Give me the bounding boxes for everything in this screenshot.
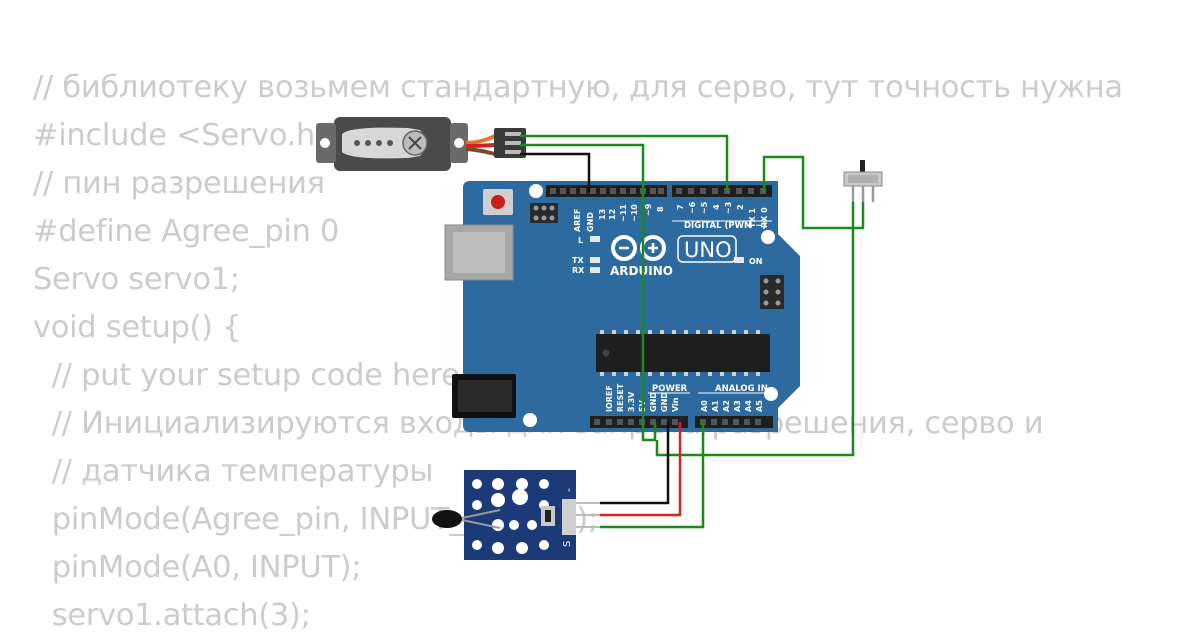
code-line-12: servo1.attach(3); (33, 598, 311, 633)
pin-label: ~3 (724, 202, 733, 214)
thermistor-icon (432, 509, 501, 529)
led-tx-label: TX (572, 256, 584, 265)
pin-label: 3.3V (627, 391, 636, 412)
pin-label: 4 (712, 204, 721, 210)
slide-switch[interactable] (843, 160, 883, 202)
digital-header-right (672, 185, 772, 197)
code-editor-text[interactable]: // библиотеку возьмем стандартную, для с… (33, 64, 1123, 640)
temperature-sensor-module[interactable]: - S (432, 470, 600, 560)
pin-label: GND (660, 392, 669, 412)
reset-button-cap[interactable] (491, 195, 505, 209)
servo-connector-pin (505, 141, 521, 145)
servo-horn-hole (376, 140, 382, 146)
pin-label: 5V (638, 399, 647, 412)
sensor-pin-signal-label: S (562, 541, 573, 547)
pin-label: ~5 (700, 201, 709, 214)
mounting-hole (523, 413, 537, 427)
arduino-uno-board[interactable]: AREF GND 13 12 ~11 ~10 ~9 8 7 ~6 ~5 4 ~3… (444, 181, 800, 432)
pin-label: GND (586, 212, 595, 232)
model-label: UNO (684, 238, 732, 262)
servo-horn-hole (354, 140, 360, 146)
led-rx-label: RX (572, 266, 585, 275)
servo-shaft-cross (408, 136, 422, 150)
pin-label: A3 (733, 400, 742, 412)
icsp-header-right (760, 275, 784, 309)
pin-label: 12 (608, 209, 617, 220)
servo-mount-hole-left (320, 138, 330, 148)
pin-label: IOREF (605, 385, 614, 412)
pin-label: Vin (671, 397, 680, 412)
code-line-9: // датчика температуры (33, 454, 434, 489)
code-line-11: pinMode(A0, INPUT); (33, 550, 362, 585)
sensor-connector (562, 499, 576, 535)
servo-cable-orange (465, 134, 496, 145)
pin-label: 7 (676, 204, 685, 210)
code-line-5: Servo servo1; (33, 262, 240, 297)
servo-connector-pin (505, 132, 521, 136)
servo-cable-red (465, 143, 496, 148)
servo-mount-hole-right (454, 138, 464, 148)
pin-label: 13 (598, 209, 607, 220)
led-on-label: ON (749, 257, 763, 266)
servo-connector-pin (505, 150, 521, 154)
icsp-header-small (530, 203, 558, 223)
pin-label: GND (649, 392, 658, 412)
servo-horn-hole (387, 140, 393, 146)
header-pins-bottom (594, 419, 761, 425)
led-l-label: L (578, 236, 583, 245)
pin-label: ~11 (619, 204, 628, 222)
sensor-resistor-body (545, 510, 551, 522)
dc-power-jack-inner (458, 380, 512, 412)
pin-label: A1 (711, 400, 720, 412)
servo-motor[interactable] (316, 117, 526, 171)
pin-label: 8 (656, 206, 665, 212)
code-line-7: // put your setup code here (33, 358, 460, 393)
pin-label: A0 (700, 400, 709, 412)
code-line-2: #include <Servo.h> (33, 118, 341, 153)
pin-label: A5 (755, 400, 764, 412)
servo-horn-hole (365, 140, 371, 146)
led-l (590, 236, 600, 242)
mounting-hole (529, 184, 543, 198)
led-rx (590, 267, 600, 273)
code-line-3: // пин разрешения (33, 166, 325, 201)
mounting-hole (761, 230, 775, 244)
led-tx (590, 257, 600, 263)
code-line-1: // библиотеку возьмем стандартную, для с… (33, 70, 1123, 105)
switch-track (848, 175, 878, 183)
pin-label: AREF (573, 209, 582, 232)
pin-label: A4 (744, 400, 753, 412)
sensor-pads (472, 478, 549, 554)
code-line-4: #define Agree_pin 0 (33, 214, 340, 249)
sensor-pin-minus-label: - (562, 488, 575, 492)
usb-port-inner (453, 232, 505, 273)
pin-label: ~6 (688, 201, 697, 214)
pin-label: RESET (616, 383, 625, 412)
code-line-6: void setup() { (33, 310, 242, 345)
pin-label: A2 (722, 400, 731, 412)
brand-label: ARDUINO (610, 264, 673, 278)
pin-label: ~10 (630, 204, 639, 222)
servo-cable-brown (465, 147, 496, 156)
digital-header-label: DIGITAL (PWM ~) (684, 221, 766, 231)
atmega-chip (596, 330, 770, 376)
pin-label: ~9 (644, 203, 653, 216)
pin-label: 2 (736, 204, 745, 210)
